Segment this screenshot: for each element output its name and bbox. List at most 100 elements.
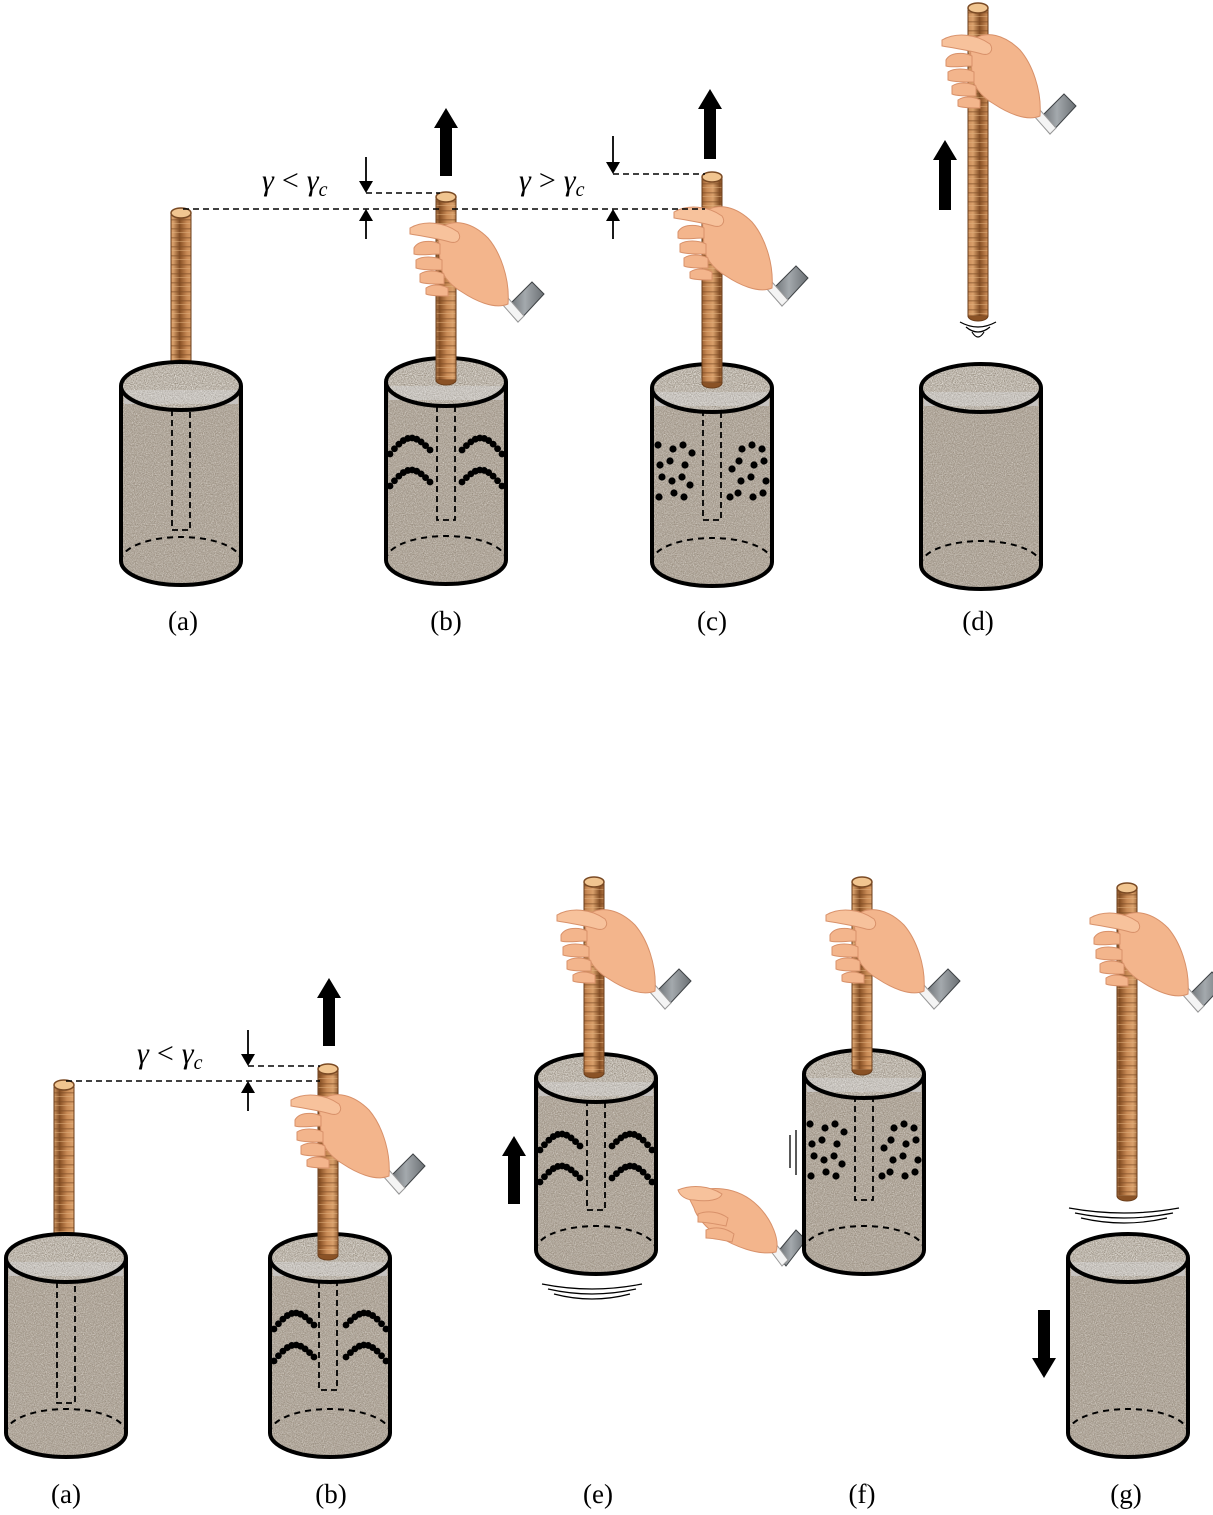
- palm: [687, 1188, 778, 1254]
- granular-texture: [921, 364, 1041, 589]
- finger-3: [835, 957, 861, 972]
- force-chains-bottom-b: [270, 1309, 390, 1365]
- container-bottom-hidden: [5, 1408, 127, 1434]
- rod-bottom: [851, 1069, 873, 1076]
- finger-4: [841, 971, 865, 984]
- rod-top: [583, 876, 605, 888]
- force-chain-bead: [840, 1128, 848, 1136]
- force-chain-bead: [382, 1357, 390, 1365]
- palm: [437, 222, 509, 307]
- offset-arrow-down-top-c: [606, 136, 620, 174]
- tapping-hand-bottom-e: [677, 1186, 807, 1267]
- finger-3: [951, 82, 977, 97]
- rod-bottom: [583, 1072, 605, 1079]
- gamma-annotation-top-c: γ>γc: [519, 164, 585, 201]
- container-top-a: [119, 360, 243, 587]
- palm: [853, 909, 925, 994]
- force-chain-bead: [395, 440, 403, 448]
- arrow-up-top-c: [698, 89, 722, 159]
- force-chain-bead: [498, 482, 506, 490]
- force-chain-bead: [886, 1168, 894, 1176]
- force-chain-bead: [644, 1173, 651, 1181]
- caption-bottom-g: (g): [1110, 1479, 1141, 1509]
- palm: [1117, 912, 1189, 997]
- caption-top-c: (c): [697, 606, 727, 636]
- finger-3: [419, 270, 445, 285]
- force-chain-bead: [608, 1142, 616, 1150]
- force-chain-bead: [391, 445, 398, 453]
- rod-top-a: [170, 207, 192, 401]
- finger-2: [831, 943, 859, 958]
- granular-texture: [121, 362, 241, 585]
- force-chain-bead: [832, 1172, 840, 1180]
- granular-texture: [6, 1234, 126, 1457]
- hand-bottom-f: [825, 909, 961, 1010]
- finger-4: [689, 268, 713, 281]
- force-chains-top-b: [386, 434, 506, 490]
- force-chain-bead: [807, 1172, 815, 1180]
- force-chain-bead: [901, 1172, 909, 1180]
- force-chain-bead: [310, 1321, 318, 1329]
- top-surface: [6, 1234, 126, 1282]
- force-chain-bead: [749, 493, 757, 501]
- granular-texture: [804, 1050, 924, 1274]
- force-chain-bead: [680, 493, 688, 501]
- small-arrow-head: [241, 1054, 255, 1066]
- force-chain-bead: [688, 449, 696, 457]
- container-bottom: [384, 559, 508, 586]
- force-chain-bead: [458, 478, 466, 486]
- force-chain-bead: [545, 1168, 553, 1176]
- finger-2: [296, 1128, 324, 1143]
- force-chain-bead: [463, 442, 470, 450]
- force-chain-bead: [750, 461, 758, 469]
- container-bottom: [119, 560, 243, 587]
- container-top-c: [650, 362, 774, 588]
- finger-1: [560, 927, 588, 943]
- force-chain-bead: [458, 446, 466, 454]
- force-chain-bead: [541, 1141, 548, 1149]
- force-chain-bead: [342, 1353, 350, 1361]
- finger-1: [945, 52, 973, 68]
- finger-3: [705, 1227, 735, 1243]
- force-chain-bead: [373, 1315, 381, 1323]
- force-chain-bead: [912, 1136, 920, 1144]
- force-chain-bead: [422, 474, 429, 482]
- force-chain-bead: [279, 1347, 287, 1355]
- thumb: [941, 34, 993, 55]
- force-chain-bead: [378, 1352, 385, 1360]
- palm: [584, 909, 656, 994]
- offset-arrow-up-top-b: [359, 209, 373, 239]
- arrow-up-top-d: [933, 140, 957, 210]
- force-chain-bead: [669, 445, 677, 453]
- force-chain-bead: [613, 1170, 620, 1178]
- arrow-up-top-b: [434, 108, 458, 176]
- force-chain-bead: [306, 1349, 313, 1357]
- rod-top: [1116, 882, 1138, 894]
- force-chain-bead: [668, 477, 676, 485]
- container-bottom: [919, 564, 1043, 591]
- force-chain-bead: [890, 1124, 898, 1132]
- force-chain-bead: [679, 441, 687, 449]
- force-chain-bead: [536, 1146, 544, 1154]
- force-chain-bead: [391, 477, 398, 485]
- force-chain-bead: [911, 1168, 919, 1176]
- container-bottom-b: [268, 1232, 392, 1459]
- hand-bottom-e: [556, 909, 692, 1010]
- force-chain-bead: [541, 1173, 548, 1181]
- motion-lines-bottom-g: [1068, 1207, 1180, 1224]
- force-chain-bead: [347, 1349, 354, 1357]
- rod-buried-top-c: [702, 410, 722, 521]
- caption-top-d: (d): [962, 606, 993, 636]
- force-chain-bead: [902, 1140, 910, 1148]
- force-chain-bead: [728, 465, 736, 473]
- container-bottom-f: [802, 1048, 926, 1276]
- container-bottom-hidden: [1067, 1408, 1189, 1434]
- force-chain-bead: [838, 1160, 846, 1168]
- caption-bottom-b: (b): [315, 1479, 346, 1509]
- force-chain-bead: [494, 445, 501, 453]
- force-chain-bead: [489, 440, 497, 448]
- force-chain-bead: [426, 478, 434, 486]
- rod-top: [967, 2, 989, 14]
- force-chains-top-c: [654, 441, 770, 501]
- force-chain-bead: [820, 1156, 828, 1164]
